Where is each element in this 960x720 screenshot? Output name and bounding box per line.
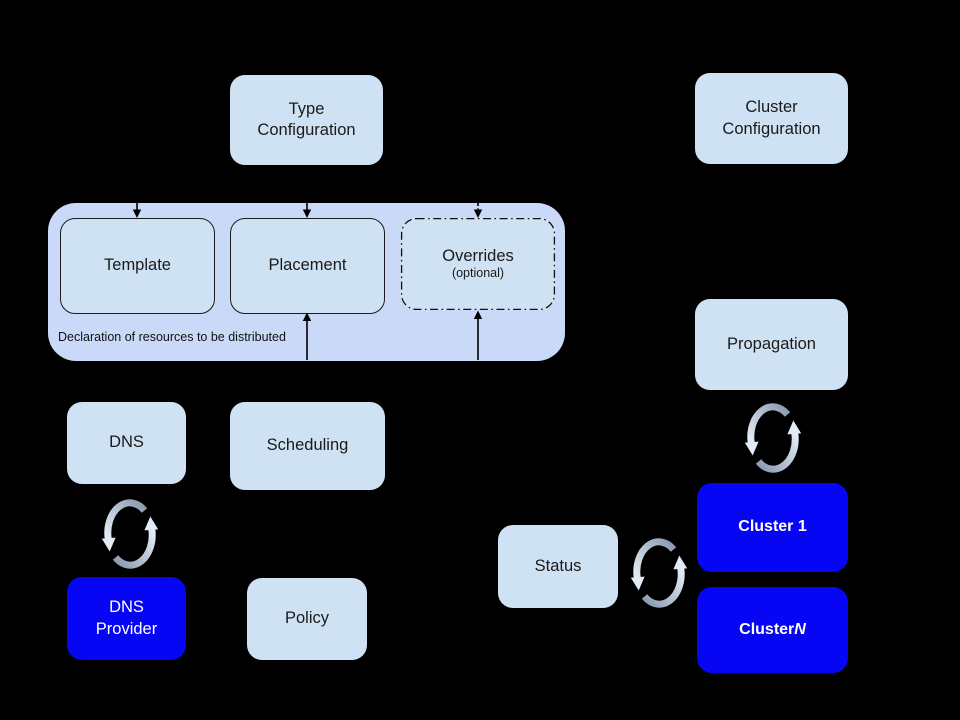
cluster-1-node: Cluster 1 <box>697 483 848 572</box>
propagation-node: Propagation <box>695 299 848 390</box>
type-configuration-node: Type Configuration <box>230 75 383 165</box>
sync-icon-dns <box>102 503 158 565</box>
cluster-n-node: Cluster N <box>697 587 848 673</box>
overrides-node: Overrides (optional) <box>401 218 555 310</box>
sync-icon-propagation <box>745 407 801 469</box>
declaration-caption: Declaration of resources to be distribut… <box>58 330 286 344</box>
status-node: Status <box>498 525 618 608</box>
template-node: Template <box>60 218 215 314</box>
scheduling-node: Scheduling <box>230 402 385 490</box>
cluster-configuration-node: Cluster Configuration <box>695 73 848 164</box>
dns-node: DNS <box>67 402 186 484</box>
dns-provider-node: DNS Provider <box>67 577 186 660</box>
overrides-sublabel: (optional) <box>451 266 505 281</box>
overrides-label: Overrides <box>442 247 514 266</box>
placement-node: Placement <box>230 218 385 314</box>
policy-node: Policy <box>247 578 367 660</box>
sync-icon-status <box>631 542 687 604</box>
cluster-n-label-suffix: N <box>794 620 806 638</box>
cluster-n-label-prefix: Cluster <box>739 620 795 638</box>
